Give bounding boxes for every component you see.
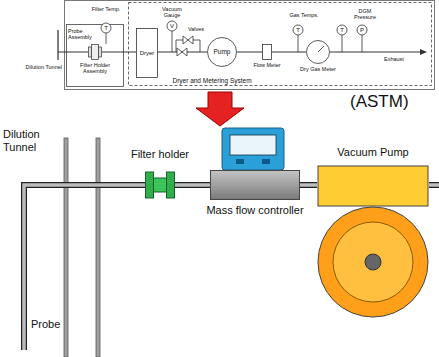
part-label: T (101, 25, 111, 32)
exhaust-arrowhead (420, 49, 427, 55)
sensor-line (342, 35, 343, 52)
exit-pipe (429, 182, 439, 188)
vacuum-pump: Vacuum Pump (317, 165, 429, 318)
node-label: Dry Gas Meter (298, 66, 338, 72)
exit-pipe (429, 183, 439, 187)
connector-line (237, 52, 262, 53)
filter-holder-symbol: Filter Holder Assembly (88, 44, 102, 60)
part-label: Exhaust (384, 56, 418, 62)
line-connector (102, 52, 136, 53)
part-label: Vacuum Gauge (156, 6, 188, 19)
dryer-box: Dryer (136, 28, 158, 78)
controller-display (222, 128, 284, 170)
part-label: T (337, 27, 347, 34)
probe-tube (24, 185, 145, 350)
sensor-line (362, 35, 363, 52)
connector-line (300, 182, 317, 188)
valve-symbol (177, 48, 187, 56)
gauge-circle (167, 21, 177, 31)
probe-line (58, 52, 88, 53)
controller-button (262, 159, 270, 164)
node-label: Pump (207, 48, 237, 55)
node-label: Dryer and Metering System (164, 77, 260, 84)
filter-holder: Filter holder (145, 168, 175, 202)
part-label: P (357, 27, 367, 34)
node-label: Dryer (137, 50, 157, 57)
part-label: Probe (31, 318, 63, 331)
tunnel-wall (57, 30, 59, 60)
part-label: V (167, 23, 177, 30)
connector-line (300, 183, 317, 187)
exhaust-line (330, 52, 420, 53)
sensor-circle (357, 25, 367, 35)
part-label: (ASTM) (350, 92, 434, 112)
red-down-arrow (196, 92, 244, 126)
node-label: Filter Holder Assembly (69, 62, 121, 75)
gas-meter-circle-shape (306, 40, 330, 64)
valve-symbol (183, 36, 193, 44)
controller-button (236, 159, 244, 164)
assembly-box (67, 25, 124, 87)
pipe-connector (300, 185, 317, 186)
node-label: Filter holder (123, 148, 197, 161)
sensor-line (298, 35, 299, 52)
sensor-line (106, 33, 107, 44)
mass-flow-controller-shape (210, 170, 300, 200)
probe-tube (24, 185, 145, 350)
tunnel-wall (96, 138, 100, 357)
part-label: Dilution Tunnel (18, 64, 62, 70)
line-connector (237, 52, 262, 53)
part-label: Dilution Tunnel (3, 128, 53, 153)
flow-meter-box: Flow Meter (262, 44, 272, 60)
vacuum-pump-shape (317, 165, 429, 318)
pipe-connector (175, 185, 210, 186)
part-label: Gas Temps. (284, 12, 324, 18)
part-label: Valves (188, 26, 216, 32)
connector-line (272, 52, 306, 53)
pump-circle: Pump (207, 37, 237, 67)
part-label: Probe Assembly (68, 28, 100, 41)
node-label: Mass flow controller (205, 204, 305, 217)
part-label: DGM Pressure (348, 8, 382, 21)
figure-border (65, 1, 435, 90)
sensor-circle (101, 23, 111, 33)
node-label: Flow Meter (251, 62, 283, 68)
connector-line (175, 182, 210, 188)
connector-line (175, 183, 210, 187)
sensor-circle (337, 25, 347, 35)
connector-line (102, 52, 136, 53)
gas-meter-circle: Dry Gas Meter (306, 40, 330, 64)
node-label: Vacuum Pump (317, 146, 429, 159)
part-label: Filter Temp. (90, 6, 122, 12)
filter-holder-symbol-shape (88, 44, 102, 60)
flow-meter-box-shape (262, 44, 272, 60)
part-label: T (293, 27, 303, 34)
controller-screen (230, 135, 276, 155)
filter-holder-shape (145, 168, 175, 202)
sensor-circle (293, 25, 303, 35)
line-connector (272, 52, 306, 53)
gauge-line (172, 31, 173, 52)
mass-flow-controller: Mass flow controller (210, 170, 300, 200)
tunnel-wall (64, 138, 68, 357)
